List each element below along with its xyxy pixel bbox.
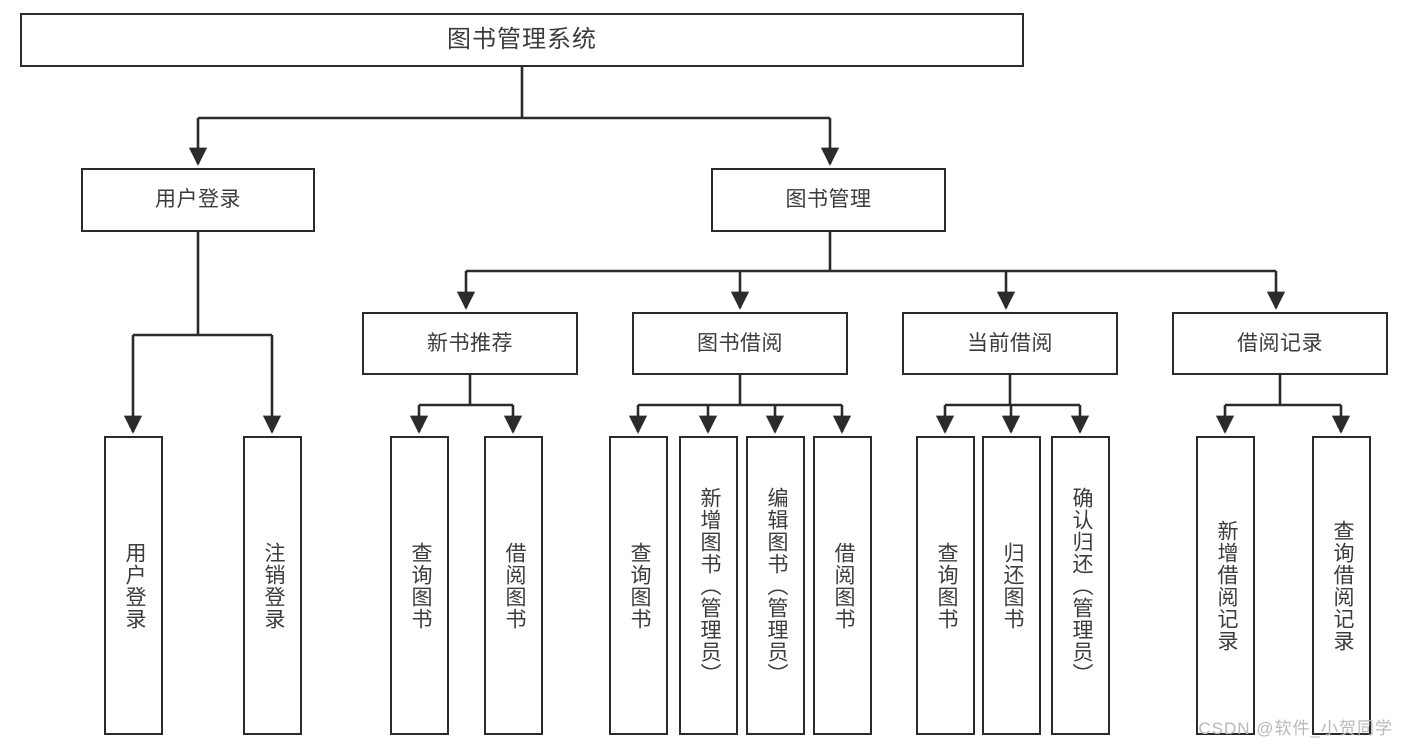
- csdn-watermark: CSDN @软件_小贺同学: [1198, 719, 1393, 738]
- leaf-current-confirm-return[interactable]: 确认归还（管理员）: [1051, 436, 1110, 735]
- leaf-borrow-borrow-book[interactable]: 借阅图书: [813, 436, 872, 735]
- leaf-borrow-add-book[interactable]: 新增图书（管理员）: [679, 436, 738, 735]
- leaf-borrow-borrow-book-label: 借阅图书: [831, 541, 855, 630]
- leaf-borrow-query-book-label: 查询图书: [627, 541, 651, 630]
- node-borrow-record[interactable]: 借阅记录: [1172, 312, 1388, 375]
- leaf-new-book-borrow[interactable]: 借阅图书: [484, 436, 543, 735]
- leaf-record-query-label: 查询借阅记录: [1330, 519, 1354, 652]
- node-book-management[interactable]: 图书管理: [711, 168, 946, 232]
- leaf-user-login-signout-label: 注销登录: [261, 541, 285, 630]
- node-user-login[interactable]: 用户登录: [81, 168, 315, 232]
- node-current-borrow-label: 当前借阅: [967, 331, 1053, 355]
- leaf-user-login-signin-label: 用户登录: [122, 541, 146, 630]
- node-user-login-label: 用户登录: [155, 188, 241, 212]
- node-borrow-record-label: 借阅记录: [1237, 331, 1323, 355]
- leaf-record-query[interactable]: 查询借阅记录: [1312, 436, 1371, 735]
- leaf-borrow-add-book-label: 新增图书（管理员）: [697, 486, 721, 685]
- node-new-book-recommend-label: 新书推荐: [427, 331, 513, 355]
- leaf-current-confirm-return-label: 确认归还（管理员）: [1069, 486, 1093, 685]
- leaf-user-login-signout[interactable]: 注销登录: [243, 436, 302, 735]
- leaf-user-login-signin[interactable]: 用户登录: [104, 436, 163, 735]
- leaf-borrow-edit-book-label: 编辑图书（管理员）: [764, 486, 788, 685]
- leaf-current-query-book-label: 查询图书: [934, 541, 958, 630]
- leaf-borrow-query-book[interactable]: 查询图书: [609, 436, 668, 735]
- node-book-borrow[interactable]: 图书借阅: [632, 312, 848, 375]
- leaf-current-return-book[interactable]: 归还图书: [982, 436, 1041, 735]
- node-book-management-label: 图书管理: [785, 188, 872, 212]
- leaf-new-book-borrow-label: 借阅图书: [502, 541, 526, 630]
- node-current-borrow[interactable]: 当前借阅: [902, 312, 1118, 375]
- leaf-new-book-query-label: 查询图书: [408, 541, 432, 630]
- leaf-current-return-book-label: 归还图书: [1000, 541, 1024, 630]
- node-new-book-recommend[interactable]: 新书推荐: [362, 312, 578, 375]
- leaf-record-add[interactable]: 新增借阅记录: [1196, 436, 1255, 735]
- node-root-system[interactable]: 图书管理系统: [20, 13, 1024, 67]
- leaf-new-book-query[interactable]: 查询图书: [390, 436, 449, 735]
- node-root-system-label: 图书管理系统: [447, 25, 597, 53]
- leaf-current-query-book[interactable]: 查询图书: [916, 436, 975, 735]
- leaf-borrow-edit-book[interactable]: 编辑图书（管理员）: [746, 436, 805, 735]
- leaf-record-add-label: 新增借阅记录: [1214, 519, 1238, 652]
- node-book-borrow-label: 图书借阅: [697, 331, 783, 355]
